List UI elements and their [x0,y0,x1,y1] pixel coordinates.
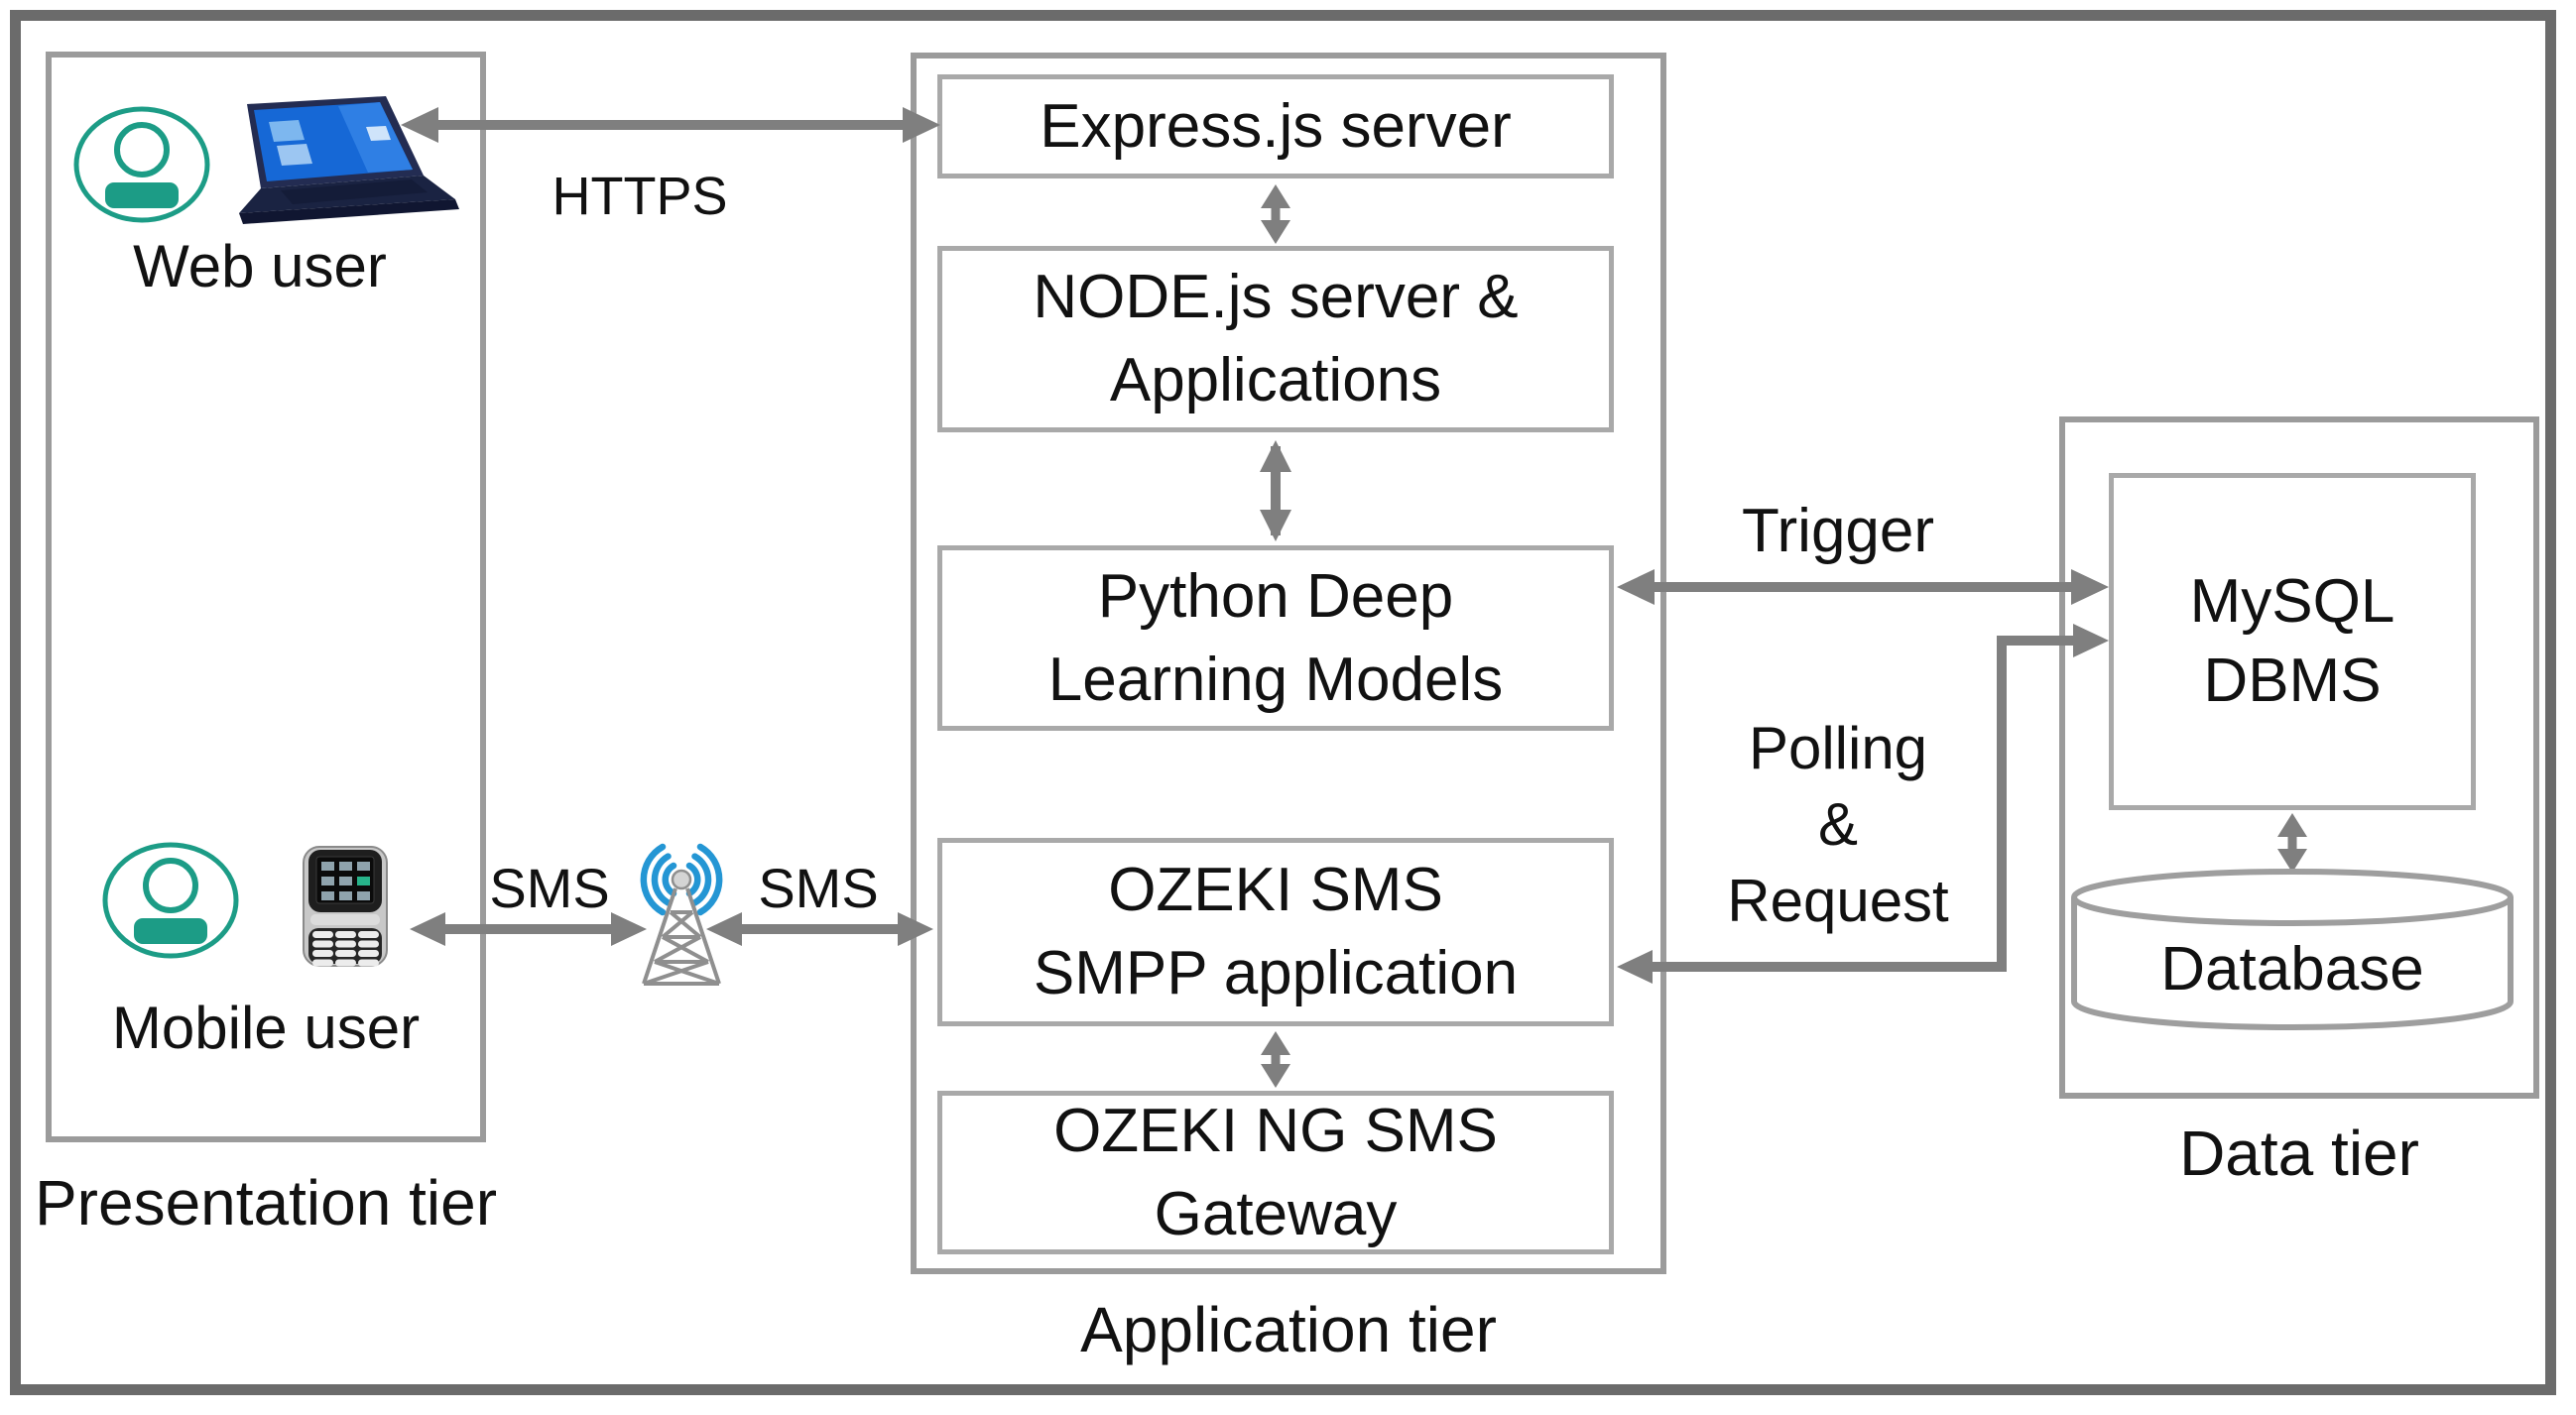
polling-request-label-line3: Request [1727,868,1949,934]
diagram-outer-frame [10,10,2556,1395]
express-server-box: Express.js server [937,74,1614,178]
mysql-dbms-label-line1: MySQL [2189,567,2395,636]
python-models-label-line2: Learning Models [1047,645,1504,714]
database-label: Database [2160,935,2424,1003]
feature-phone-icon [303,846,388,967]
ozeki-smpp-label-line1: OZEKI SMS [1108,856,1443,924]
polling-request-label-line2: & [1817,791,1859,858]
laptop-icon [239,96,459,224]
trigger-label: Trigger [1741,497,1935,565]
ozeki-smpp-box: OZEKI SMS SMPP application [937,838,1614,1026]
https-label: HTTPS [552,167,728,226]
mobile-user-label: Mobile user [111,995,421,1061]
presentation-tier-label: Presentation tier [34,1167,498,1238]
express-server-label: Express.js server [1040,91,1512,161]
polling-request-label: Polling & Request [1689,710,1987,939]
ozeki-smpp-label-line2: SMPP application [1033,939,1519,1007]
cell-tower-icon [640,843,723,986]
person-circle-icon [73,106,210,223]
ozeki-ng-gateway-box: OZEKI NG SMS Gateway [937,1091,1614,1254]
sms-right-label: SMS [758,857,879,919]
node-server-label-line1: NODE.js server & [1033,263,1519,331]
mysql-dbms-label-line2: DBMS [2203,647,2382,715]
node-server-label-line2: Applications [1109,346,1442,414]
ozeki-ng-gateway-label-line1: OZEKI NG SMS [1053,1096,1498,1165]
presentation-tier-box [46,52,486,1142]
mysql-dbms-box: MySQL DBMS [2109,473,2476,810]
node-server-box: NODE.js server & Applications [937,246,1614,432]
web-user-label: Web user [133,233,387,299]
application-tier-label: Application tier [1080,1294,1497,1365]
polling-request-label-line1: Polling [1748,715,1928,781]
python-models-label-line1: Python Deep [1097,561,1454,631]
ozeki-ng-gateway-label-line2: Gateway [1154,1179,1398,1248]
person-circle-icon [102,842,239,959]
python-models-box: Python Deep Learning Models [937,545,1614,731]
sms-left-label: SMS [489,857,610,919]
data-tier-label: Data tier [2179,1118,2419,1189]
